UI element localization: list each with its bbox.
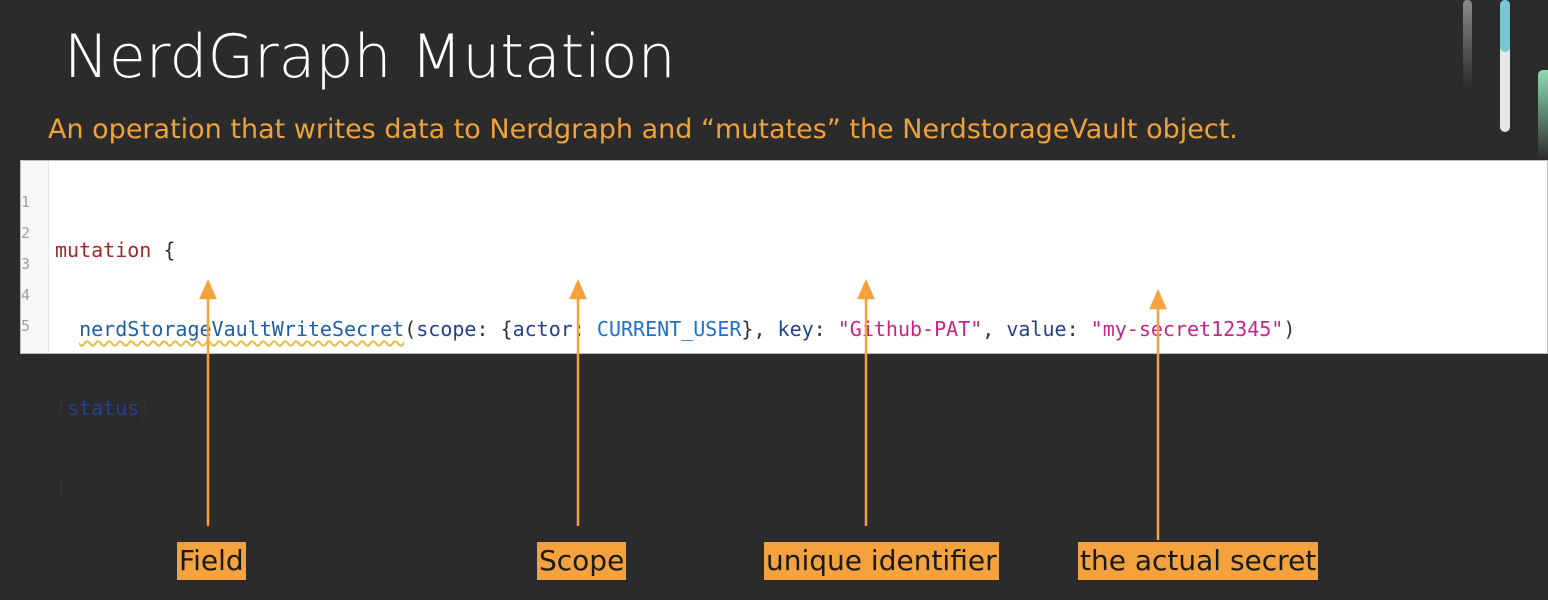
brace: } (55, 475, 68, 499)
paren-open: ( (404, 317, 417, 341)
actor-argument: actor (512, 317, 573, 341)
field-arrowhead-icon (199, 278, 217, 300)
punctuation: : (1066, 317, 1091, 341)
paren-close: ) (1283, 317, 1296, 341)
line-number: 3 (21, 255, 31, 273)
scope-argument: scope (416, 317, 477, 341)
code-line-4: } (55, 472, 1295, 503)
brace: { (55, 396, 68, 420)
line-number: 5 (21, 317, 31, 335)
code-line-3: {status} (55, 393, 1295, 424)
line-number-gutter: 1 2 3 4 5 (21, 161, 49, 353)
value-argument: value (1006, 317, 1067, 341)
line-number: 1 (21, 193, 31, 211)
secret-arrowhead-icon (1149, 288, 1167, 310)
scope-arrowhead-icon (569, 278, 587, 300)
page-subtitle: An operation that writes data to Nerdgra… (48, 114, 1238, 145)
label-actual-secret: the actual secret (1078, 542, 1319, 580)
scrollbar-track[interactable] (1500, 0, 1510, 132)
code-editor[interactable]: 1 2 3 4 5 mutation { nerdStorageVaultWri… (20, 160, 1548, 499)
page-title: NerdGraph Mutation (64, 22, 676, 92)
punctuation: , (982, 317, 1007, 341)
label-field: Field (177, 542, 246, 580)
mutation-keyword: mutation (55, 238, 152, 262)
brace: } (139, 396, 152, 420)
identifier-arrowhead-icon (857, 278, 875, 300)
label-scope: Scope (537, 542, 627, 580)
actor-value: CURRENT_USER (596, 317, 742, 341)
label-unique-identifier: unique identifier (764, 542, 999, 580)
code-line-2: nerdStorageVaultWriteSecret(scope: {acto… (55, 314, 1295, 345)
punctuation: : (813, 317, 838, 341)
line-number: 2 (21, 224, 31, 242)
mutation-function-name: nerdStorageVaultWriteSecret (79, 317, 405, 341)
secret-value: "my-secret12345" (1090, 317, 1284, 341)
punctuation: : { (476, 317, 513, 341)
punctuation: }, (741, 317, 778, 341)
line-number: 4 (21, 286, 31, 304)
brace: { (151, 238, 176, 262)
scrollbar-thumb[interactable] (1500, 0, 1510, 52)
scrollbar-right[interactable] (1538, 70, 1548, 160)
status-field: status (67, 396, 140, 420)
key-argument: key (777, 317, 814, 341)
scrollbar-left[interactable] (1463, 0, 1472, 88)
key-value: "Github-PAT" (837, 317, 983, 341)
code-content[interactable]: mutation { nerdStorageVaultWriteSecret(s… (55, 187, 1295, 600)
code-line-1: mutation { (55, 235, 1295, 266)
